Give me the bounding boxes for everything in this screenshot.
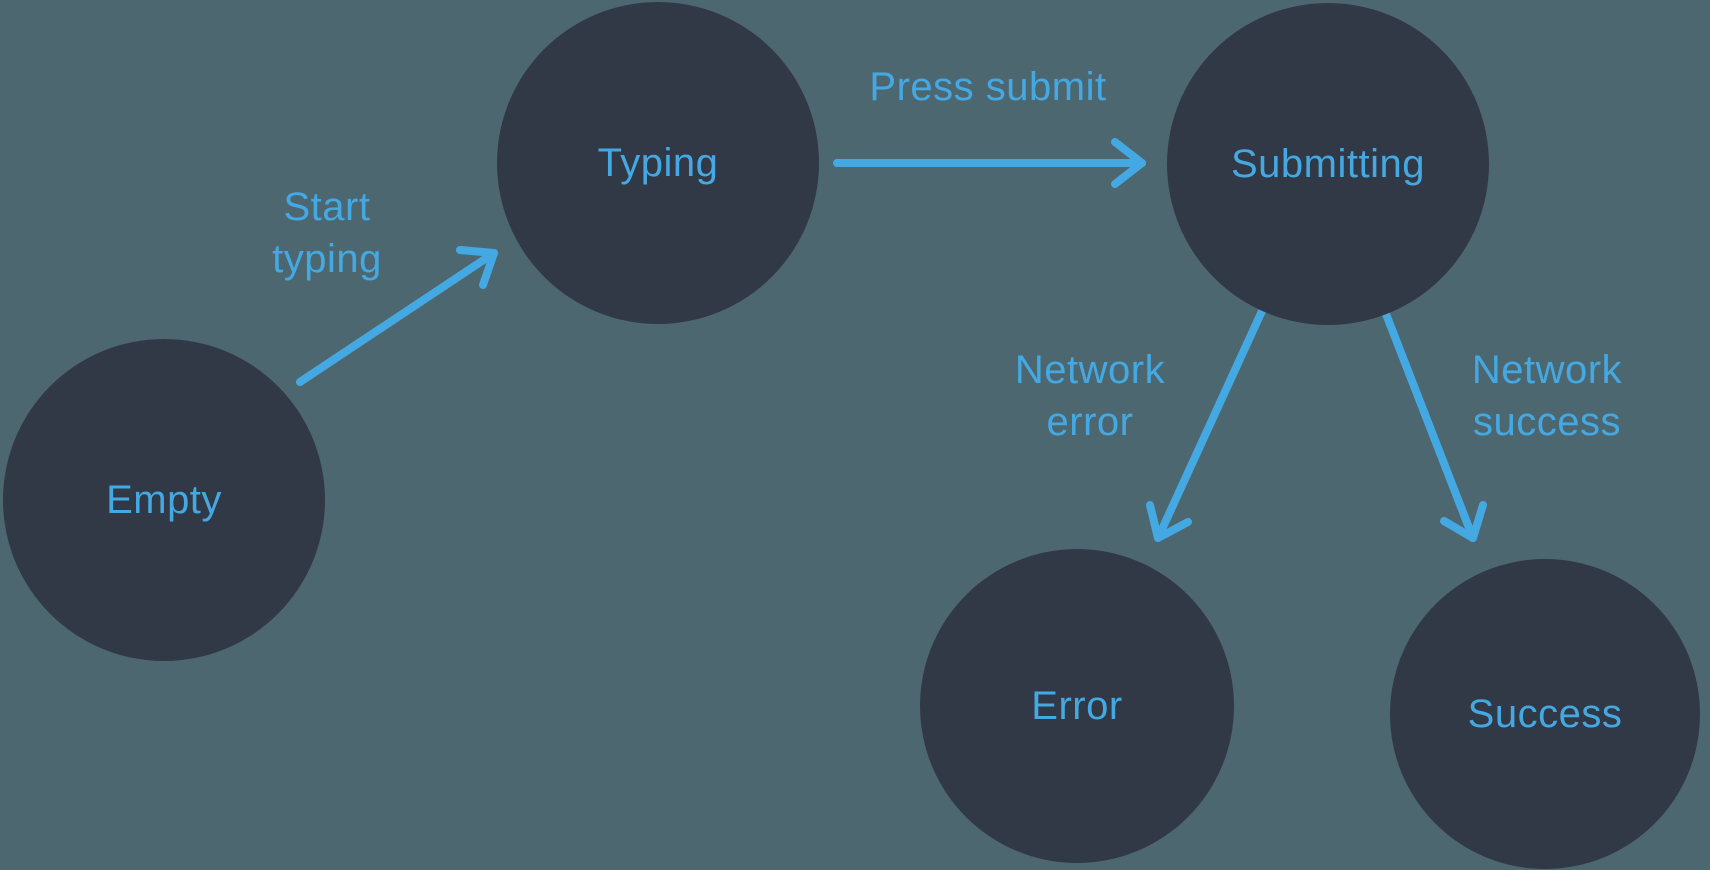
transition-arrow-start-typing (296, 246, 498, 386)
arrow-shaft (296, 249, 498, 386)
arrow-head-icon (456, 246, 498, 289)
transition-label-network-error: Network error (1015, 344, 1165, 448)
transition-label-start-typing: Start typing (272, 181, 382, 285)
transition-label-line: Start (283, 185, 371, 229)
state-label-error: Error (1031, 683, 1123, 728)
transition-label-line: Press submit (869, 65, 1107, 109)
transition-arrow-network-error (1146, 307, 1266, 542)
transition-label-network-success: Network success (1472, 344, 1622, 448)
arrow-head-icon (1146, 501, 1192, 542)
transition-label-line: error (1046, 400, 1134, 444)
arrow-shaft (1382, 310, 1477, 542)
transition-label-line: typing (272, 237, 382, 281)
state-label-submitting: Submitting (1231, 141, 1425, 186)
state-label-empty: Empty (106, 477, 222, 522)
arrow-head-icon (1440, 501, 1487, 542)
arrow-shaft (1154, 307, 1266, 542)
state-node-typing: Typing (497, 2, 819, 324)
transition-label-line: success (1472, 400, 1621, 444)
state-node-success: Success (1390, 559, 1700, 869)
transition-arrow-press-submit (833, 138, 1146, 188)
state-node-empty: Empty (3, 339, 325, 661)
transition-arrow-network-success (1382, 310, 1487, 542)
transition-label-line: Network (1471, 348, 1623, 392)
state-node-error: Error (920, 549, 1234, 863)
state-label-success: Success (1467, 691, 1623, 736)
transition-label-press-submit: Press submit (869, 61, 1106, 113)
state-label-typing: Typing (597, 140, 719, 185)
state-node-submitting: Submitting (1167, 3, 1489, 325)
transition-label-line: Network (1014, 348, 1166, 392)
arrow-head-icon (1111, 138, 1146, 188)
